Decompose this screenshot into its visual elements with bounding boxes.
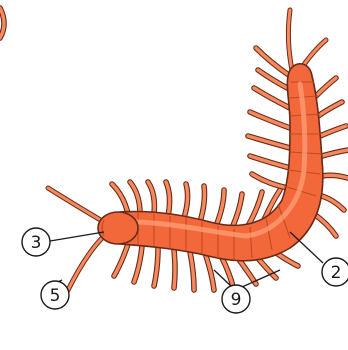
callout-antenna: 5 <box>41 280 69 309</box>
leg-fill <box>238 258 256 284</box>
callout-body-label: 2 <box>331 263 342 283</box>
leg-fill <box>174 250 175 288</box>
leg-fill <box>254 88 290 108</box>
edge-fragment <box>0 8 4 38</box>
callout-legs-label: 9 <box>231 290 242 310</box>
leg-fill <box>250 156 290 168</box>
callout-body: 2 <box>290 232 348 286</box>
leg-fill <box>114 244 128 276</box>
leg-fill <box>130 182 140 214</box>
leg-fill <box>314 214 336 236</box>
leg-fill <box>318 102 342 116</box>
leg-fill <box>320 126 346 136</box>
callout-legs: 9 <box>214 270 280 313</box>
callout-head-label: 3 <box>31 233 42 253</box>
leg-fill <box>250 112 290 128</box>
callout-antenna-label: 5 <box>50 286 61 306</box>
centipede-head <box>98 212 138 244</box>
centipede <box>48 10 348 290</box>
leg-fill <box>316 78 336 96</box>
tail-appendages <box>288 10 326 70</box>
antennae <box>48 188 104 290</box>
leg-fill <box>248 136 290 148</box>
